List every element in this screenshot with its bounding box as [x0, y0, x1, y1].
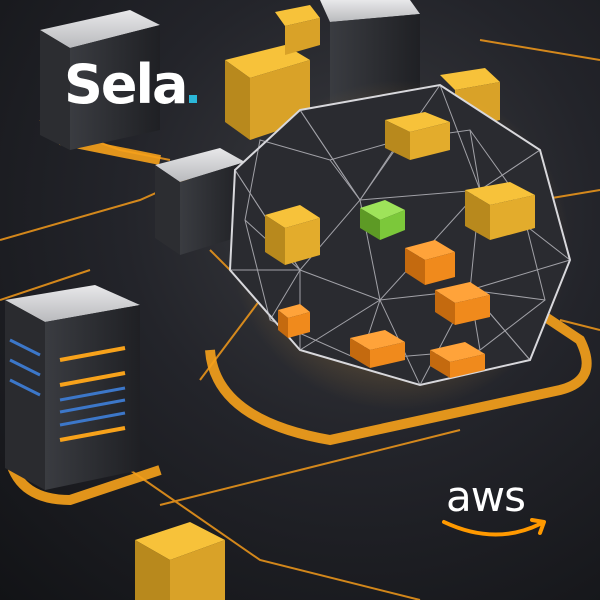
cube-front-yellow: [135, 522, 225, 600]
server-front-left: [5, 285, 140, 490]
aws-logo-text: aws: [446, 472, 526, 521]
server-mid-left: [155, 148, 245, 255]
inner-cube-yellow-top: [385, 112, 450, 160]
inner-cube-orange-4: [430, 342, 485, 378]
inner-cube-orange-3: [350, 330, 405, 368]
inner-cube-orange-5: [278, 304, 310, 338]
sela-logo-text: Sela: [64, 53, 188, 116]
aws-smile-icon: [442, 518, 546, 537]
geodesic-sphere: [228, 80, 572, 410]
inner-cube-yellow-left: [265, 205, 320, 265]
cube-top-yellow: [275, 5, 320, 55]
inner-cube-yellow-right: [465, 182, 535, 240]
inner-cube-orange-2: [435, 282, 490, 325]
sela-logo-dot: [189, 95, 198, 103]
inner-cube-green: [360, 200, 405, 240]
aws-logo: aws: [440, 476, 550, 546]
inner-cube-orange-1: [405, 240, 455, 285]
sela-logo: Sela: [64, 58, 198, 112]
server-back-left: [40, 10, 160, 150]
